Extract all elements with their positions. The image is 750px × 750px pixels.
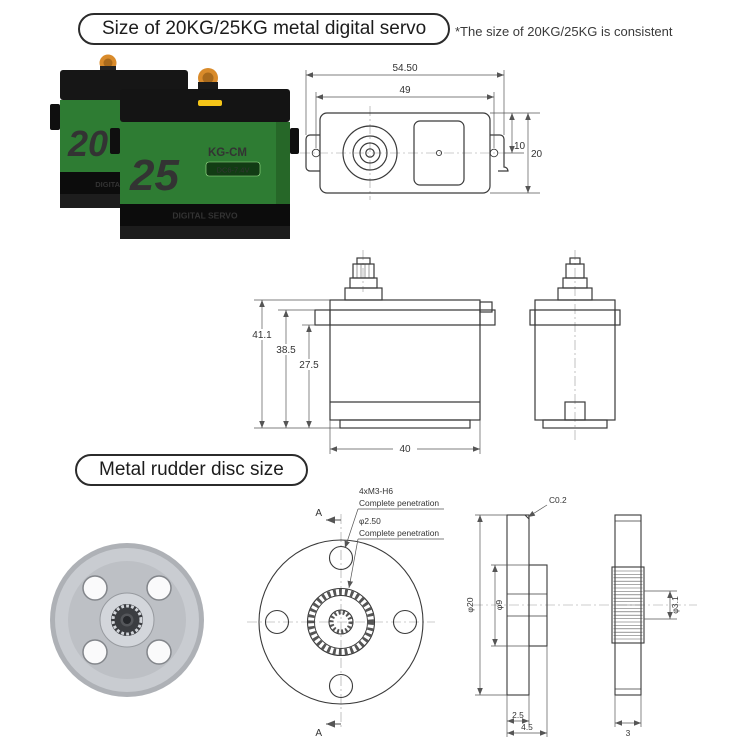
dim-d9: φ9 <box>494 600 504 611</box>
dim-4-5: 4.5 <box>521 722 533 732</box>
dim-40: 40 <box>399 444 411 455</box>
disc-profile-dimensions <box>614 590 677 727</box>
section-label-bottom: A <box>315 728 322 739</box>
disc-side-view-drawing: C0.2 φ20 φ9 2.5 4.5 <box>465 495 697 738</box>
section-title-rudder-disc: Metal rudder disc size <box>75 454 308 486</box>
servo25-number: 25 <box>129 151 179 200</box>
brand-logo <box>198 100 222 106</box>
servo20-mount-tab <box>50 104 60 130</box>
endview-outline <box>529 257 621 429</box>
dim-27-5: 27.5 <box>299 360 319 371</box>
disc-front-view-drawing: A A 4xM3-H6 Complete penetration φ2.50 C… <box>247 486 444 739</box>
dim-20: 20 <box>531 149 543 160</box>
disc-profile-serrations <box>613 570 643 640</box>
dim-41-1: 41.1 <box>252 330 272 341</box>
dim-54-50: 54.50 <box>392 63 417 74</box>
topview-dimensions <box>305 70 540 194</box>
rudder-disc-photo <box>50 543 204 697</box>
servo25-voltage: DC6-7.4V <box>217 166 250 175</box>
callout-d250: φ2.50 <box>359 516 381 526</box>
dim-2-5: 2.5 <box>512 710 524 720</box>
servo-product-photo: 20 KG-CM DIGITAL SERVO 25 KG-CM DC6-7.4V… <box>50 54 299 239</box>
sideview-centerlines <box>362 250 576 440</box>
callout-m3: 4xM3-H6 <box>359 486 393 496</box>
callout-m3-note: Complete penetration <box>359 498 439 508</box>
servo25-mount-tab-right <box>290 128 299 154</box>
dim-49: 49 <box>399 85 411 96</box>
dim-chamfer: C0.2 <box>549 495 567 505</box>
dim-3: 3 <box>626 728 631 738</box>
sideview-dim-labels: 41.1 38.5 27.5 40 <box>249 329 417 455</box>
servo25-mount-tab-left <box>110 128 120 154</box>
sideview-outline <box>314 257 496 429</box>
topview-centerlines <box>300 106 506 200</box>
dim-10: 10 <box>514 141 526 152</box>
discfront-leaders <box>344 508 444 589</box>
servo-top-view-drawing: 54.50 49 10 20 <box>300 63 543 200</box>
dim-d20: φ20 <box>465 597 475 612</box>
discfront-outline <box>258 539 424 705</box>
servo-25-photo: 25 KG-CM DC6-7.4V DIGITAL SERVO <box>110 68 299 239</box>
servo20-number: 20 <box>67 123 108 164</box>
disc-section-outline <box>506 514 548 696</box>
discfront-centerlines <box>247 514 435 730</box>
disc-photo-holes <box>82 575 172 665</box>
callout-d250-note: Complete penetration <box>359 528 439 538</box>
servo-side-view-drawing: 41.1 38.5 27.5 40 <box>249 250 621 455</box>
dim-d3-1: φ3.1 <box>670 596 680 614</box>
disc-photo-spline <box>111 604 143 636</box>
servo25-label: DIGITAL SERVO <box>172 211 238 221</box>
section-label-top: A <box>315 508 322 519</box>
section-title-servo-size-text: Size of 20KG/25KG metal digital servo <box>102 18 427 39</box>
discfront-section-line <box>326 516 341 728</box>
dim-38-5: 38.5 <box>276 345 296 356</box>
disc-section-dimensions <box>475 504 548 737</box>
sideview-dimensions <box>254 299 481 454</box>
servo25-unit: KG-CM <box>208 147 247 159</box>
section-title-servo-size: Size of 20KG/25KG metal digital servo <box>78 13 451 45</box>
consistency-note: *The size of 20KG/25KG is consistent <box>455 24 673 39</box>
section-title-rudder-disc-text: Metal rudder disc size <box>99 459 284 480</box>
